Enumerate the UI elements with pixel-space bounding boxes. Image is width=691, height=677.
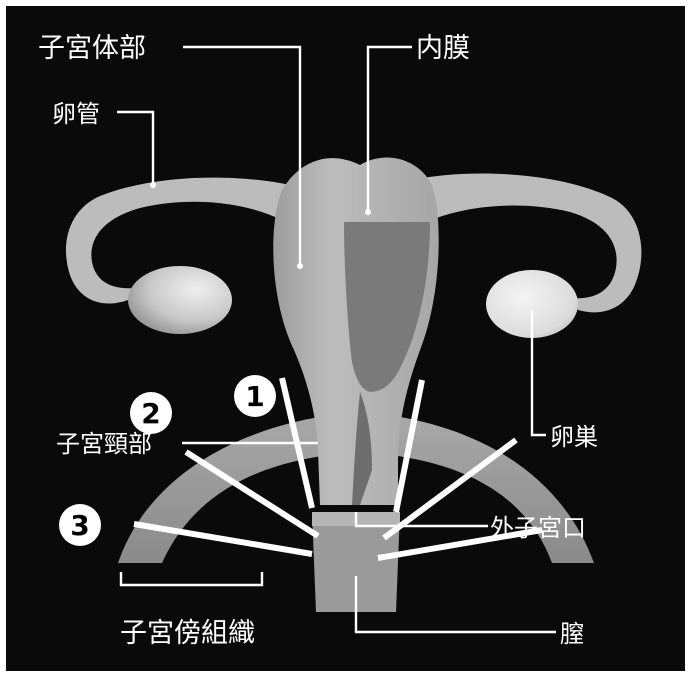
label-fallopian-tube: 卵管 (52, 100, 100, 128)
left-ovary (128, 266, 232, 334)
label-parametrium: 子宮傍組織 (120, 618, 255, 649)
label-cervix: 子宮頸部 (56, 430, 152, 458)
marker-1: 1 (234, 375, 276, 417)
marker-3-text: 3 (70, 509, 89, 542)
label-vagina: 膣 (560, 620, 584, 648)
marker-2-text: 2 (141, 397, 160, 430)
marker-3: 3 (59, 504, 101, 546)
label-endometrium: 内膜 (416, 33, 470, 64)
leader-dot-uterine-body (297, 263, 303, 269)
marker-2: 2 (130, 392, 172, 434)
marker-1-text: 1 (245, 380, 264, 413)
leader-dot-endometrium (365, 209, 371, 215)
label-uterine-body: 子宮体部 (38, 33, 146, 64)
label-ovary: 卵巣 (550, 423, 598, 451)
leader-dot-fallopian-tube (150, 182, 156, 188)
label-external-os: 外子宮口 (490, 514, 586, 542)
